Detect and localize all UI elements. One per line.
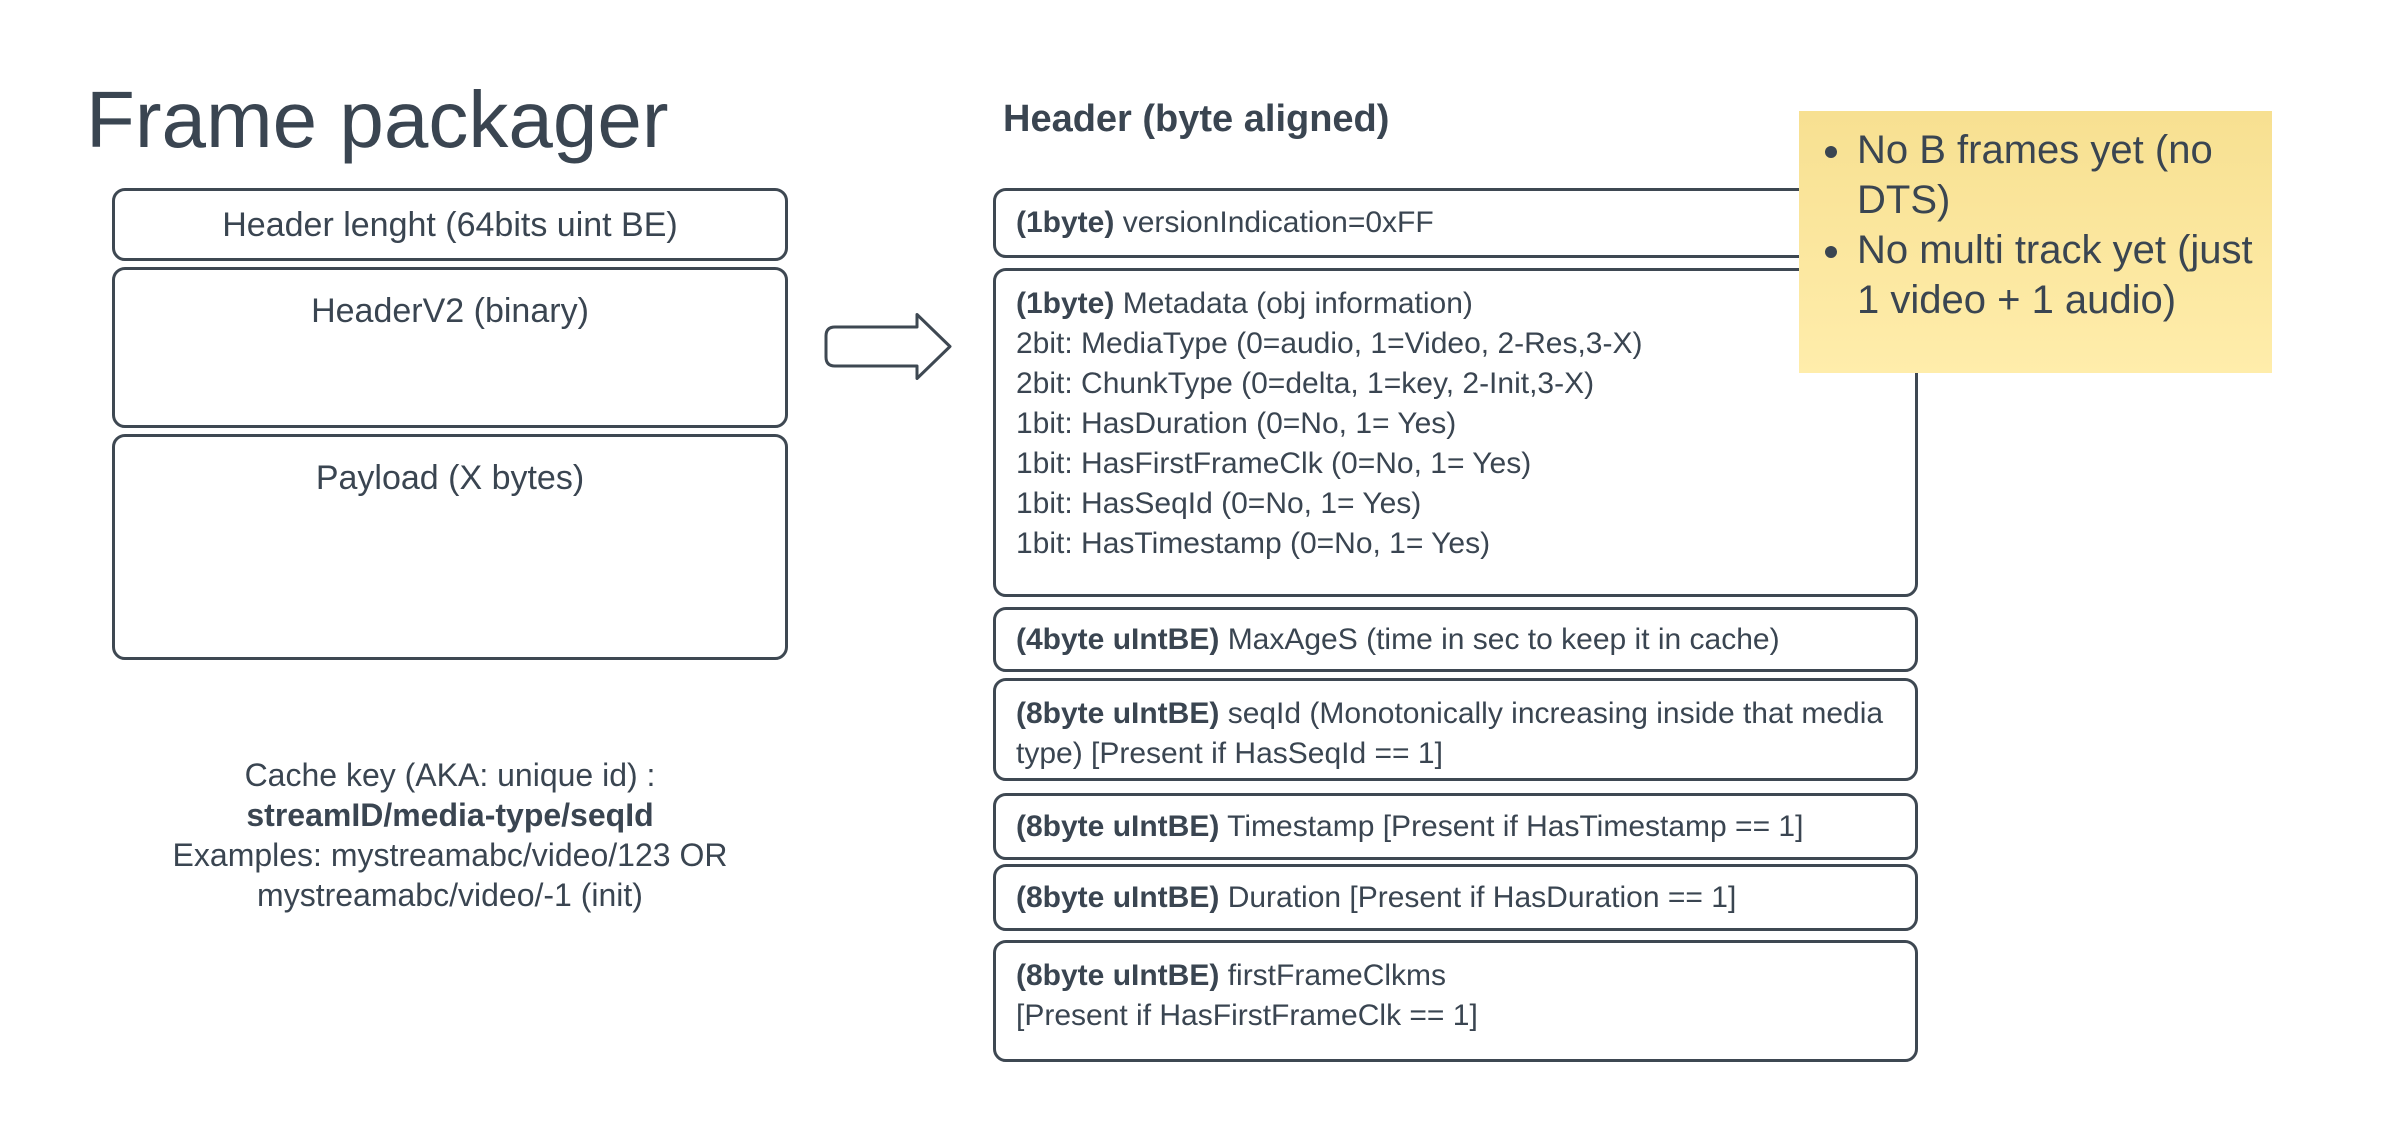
field-seqid-desc: seqId (Monotonically increasing inside t… <box>1016 697 1884 770</box>
header-section-title: Header (byte aligned) <box>1003 98 1390 140</box>
box-headerv2: HeaderV2 (binary) <box>112 267 788 428</box>
field-seqid-size: (8byte uIntBE) <box>1016 697 1220 730</box>
field-box-maxage: (4byte uIntBE) MaxAgeS (time in sec to k… <box>993 607 1918 672</box>
cache-key-line1: Cache key (AKA: unique id) : <box>244 757 656 793</box>
field-box-firstframeclk: (8byte uIntBE) firstFrameClkms [Present … <box>993 940 1918 1062</box>
field-metadata-text: (1byte) Metadata (obj information) 2bit:… <box>996 284 1915 564</box>
field-box-version: (1byte) versionIndication=0xFF <box>993 188 1918 258</box>
field-timestamp-desc: Timestamp [Present if HasTimestamp == 1] <box>1227 809 1804 843</box>
field-duration-size: (8byte uIntBE) <box>1016 880 1220 914</box>
cache-key-format: streamID/media-type/seqId <box>246 797 654 833</box>
cache-key-examples-line1: Examples: mystreamabc/video/123 OR <box>172 837 728 873</box>
field-box-timestamp: (8byte uIntBE) Timestamp [Present if Has… <box>993 793 1918 860</box>
sticky-note-list: No B frames yet (no DTS) No multi track … <box>1809 125 2258 325</box>
field-metadata-bit-line: 2bit: ChunkType (0=delta, 1=key, 2-Init,… <box>1016 367 1595 400</box>
field-version-text: (1byte) versionIndication=0xFF <box>996 203 1452 243</box>
field-metadata-bit-line: 1bit: HasFirstFrameClk (0=No, 1= Yes) <box>1016 447 1532 480</box>
box-payload: Payload (X bytes) <box>112 434 788 660</box>
field-version-desc: versionIndication=0xFF <box>1122 206 1434 239</box>
box-header-length: Header lenght (64bits uint BE) <box>112 188 788 261</box>
field-metadata-desc: Metadata (obj information) <box>1122 287 1473 320</box>
cache-key-note: Cache key (AKA: unique id) : streamID/me… <box>112 755 788 915</box>
field-firstframeclk-desc: firstFrameClkms <box>1227 959 1447 992</box>
sticky-note-bullet: No B frames yet (no DTS) <box>1855 125 2258 225</box>
field-metadata-size: (1byte) <box>1016 287 1115 320</box>
field-timestamp-text: (8byte uIntBE) Timestamp [Present if Has… <box>996 807 1821 847</box>
field-timestamp-size: (8byte uIntBE) <box>1016 809 1220 843</box>
field-metadata-bit-line: 1bit: HasSeqId (0=No, 1= Yes) <box>1016 487 1422 520</box>
field-metadata-bit-line: 1bit: HasTimestamp (0=No, 1= Yes) <box>1016 527 1491 560</box>
field-maxage-size: (4byte uIntBE) <box>1016 622 1220 656</box>
box-header-length-label: Header lenght (64bits uint BE) <box>222 205 678 244</box>
field-duration-text: (8byte uIntBE) Duration [Present if HasD… <box>996 878 1754 918</box>
field-metadata-title-line: (1byte) Metadata (obj information) <box>1016 284 1897 324</box>
cache-key-examples-line2: mystreamabc/video/-1 (init) <box>257 877 643 913</box>
field-firstframeclk-text: (8byte uIntBE) firstFrameClkms [Present … <box>996 956 1915 1036</box>
field-version-size: (1byte) <box>1016 206 1115 239</box>
field-box-seqid: (8byte uIntBE) seqId (Monotonically incr… <box>993 678 1918 781</box>
box-payload-label: Payload (X bytes) <box>315 459 585 497</box>
field-firstframeclk-line2: [Present if HasFirstFrameClk == 1] <box>1016 999 1478 1032</box>
field-box-metadata: (1byte) Metadata (obj information) 2bit:… <box>993 268 1918 597</box>
field-firstframeclk-size: (8byte uIntBE) <box>1016 959 1220 992</box>
sticky-note: No B frames yet (no DTS) No multi track … <box>1799 111 2272 373</box>
field-firstframeclk-line1: (8byte uIntBE) firstFrameClkms <box>1016 956 1897 996</box>
field-box-duration: (8byte uIntBE) Duration [Present if HasD… <box>993 864 1918 931</box>
field-metadata-bit-line: 1bit: HasDuration (0=No, 1= Yes) <box>1016 407 1457 440</box>
field-seqid-text: (8byte uIntBE) seqId (Monotonically incr… <box>996 694 1915 774</box>
right-arrow-icon <box>823 313 952 380</box>
field-maxage-text: (4byte uIntBE) MaxAgeS (time in sec to k… <box>996 620 1798 660</box>
sticky-note-bullet: No multi track yet (just 1 video + 1 aud… <box>1855 225 2258 325</box>
field-metadata-bit-line: 2bit: MediaType (0=audio, 1=Video, 2-Res… <box>1016 327 1643 360</box>
box-headerv2-label: HeaderV2 (binary) <box>311 292 589 330</box>
field-duration-desc: Duration [Present if HasDuration == 1] <box>1227 880 1737 914</box>
field-maxage-desc: MaxAgeS (time in sec to keep it in cache… <box>1227 622 1780 656</box>
page-title: Frame packager <box>86 75 669 164</box>
